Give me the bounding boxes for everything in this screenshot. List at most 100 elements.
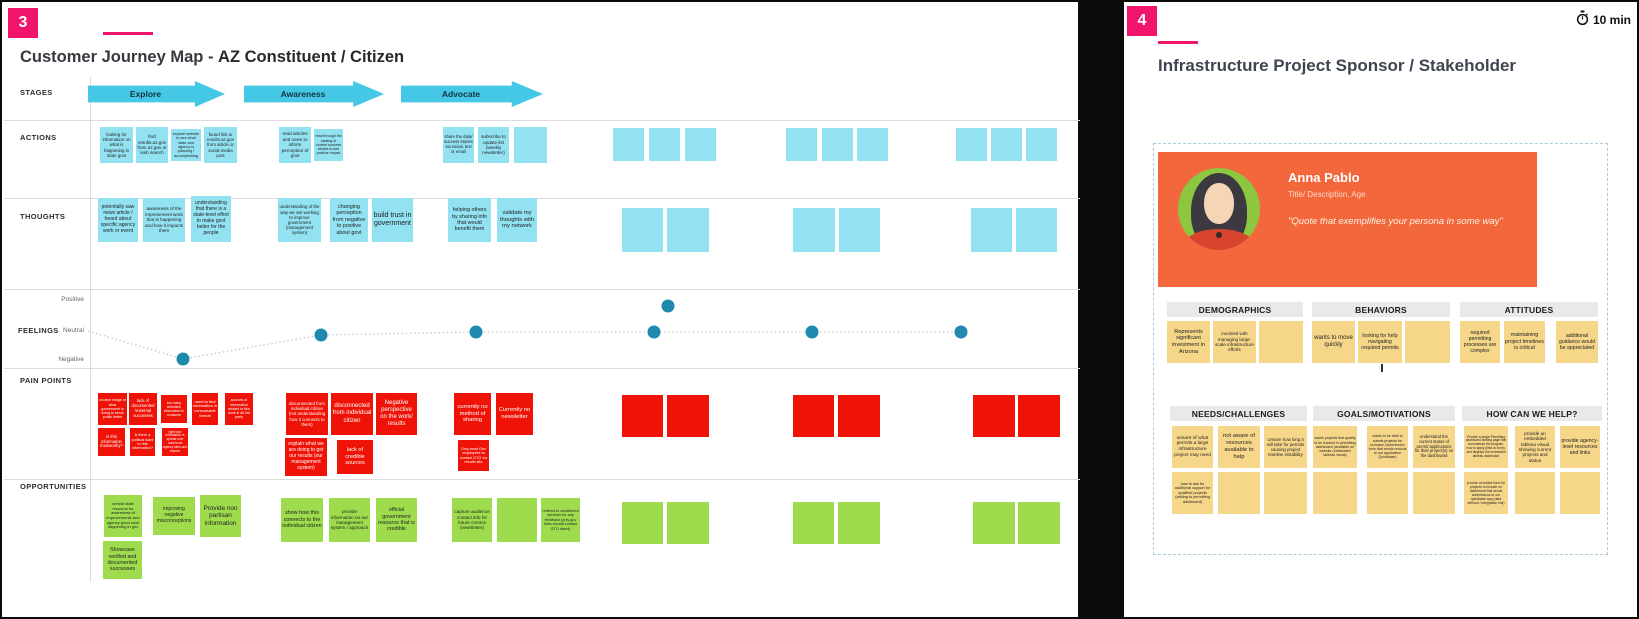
sticky-note[interactable]: build trust in government [372, 198, 413, 242]
sticky-note[interactable]: read articles and news to inform percept… [279, 127, 311, 163]
sticky-note[interactable] [1264, 472, 1307, 514]
feeling-point[interactable] [647, 325, 661, 339]
sticky-note[interactable]: wants to move quickly [1312, 321, 1355, 363]
sticky-note[interactable] [857, 128, 888, 161]
sticky-note[interactable] [822, 128, 853, 161]
sticky-note[interactable] [497, 498, 537, 542]
sticky-note[interactable] [793, 208, 835, 252]
sticky-note[interactable]: too many websites/ information to consum… [161, 395, 187, 423]
sticky-note[interactable] [1018, 502, 1060, 544]
sticky-note[interactable]: sources of information related to this w… [225, 393, 253, 425]
sticky-note[interactable]: understanding that there is a state-leve… [191, 196, 231, 242]
sticky-note[interactable]: Only want Gov employees to contact GTO v… [458, 440, 489, 471]
sticky-note[interactable]: explain what we are doing to get our res… [285, 438, 327, 476]
sticky-note[interactable]: understanding of the way we are working … [278, 198, 321, 242]
sticky-note[interactable] [1259, 321, 1303, 363]
sticky-note[interactable]: Provide a single Permitting dashboard la… [1464, 426, 1508, 468]
sticky-note[interactable] [667, 208, 709, 252]
sticky-note[interactable]: understand the current status of permit … [1413, 426, 1455, 468]
sticky-note[interactable] [973, 502, 1015, 544]
sticky-note[interactable]: involved with managing large-scale infra… [1213, 321, 1256, 363]
sticky-note[interactable] [649, 128, 680, 161]
feeling-point[interactable] [805, 325, 819, 339]
section-header[interactable]: ATTITUDES [1460, 302, 1598, 317]
sticky-note[interactable] [971, 208, 1012, 252]
sticky-note[interactable]: lack of documented /external successes [129, 393, 157, 425]
sticky-note[interactable]: is this information trustworthy? [98, 428, 125, 456]
section-header[interactable]: NEEDS/CHALLENGES [1170, 406, 1307, 421]
sticky-note[interactable]: maintaining project timelines is critica… [1504, 321, 1545, 363]
sticky-note[interactable] [956, 128, 987, 161]
sticky-note[interactable] [838, 502, 880, 544]
sticky-note[interactable]: Unsure how long it will take for permits… [1264, 426, 1307, 468]
sticky-note[interactable]: official government resource that is cre… [376, 498, 417, 542]
sticky-note[interactable]: wants projects that qualify to be tracke… [1313, 426, 1357, 468]
sticky-note[interactable] [622, 208, 663, 252]
sticky-note[interactable] [1367, 472, 1408, 514]
sticky-note[interactable]: provide an intake form for projects to i… [1464, 472, 1508, 514]
section-header[interactable]: HOW CAN WE HELP? [1462, 406, 1602, 421]
sticky-note[interactable]: additional guidance would be appreciated [1556, 321, 1598, 363]
sticky-note[interactable]: is there a political slant to this infor… [130, 428, 155, 456]
sticky-note[interactable]: show how this connects to the individual… [281, 498, 323, 542]
sticky-note[interactable]: provide an embedded tableau visual showi… [1515, 426, 1555, 468]
sticky-note[interactable]: improving negative misconceptions [153, 497, 195, 535]
sticky-note[interactable]: changing perception from negative to pos… [330, 198, 368, 242]
feeling-point[interactable] [954, 325, 968, 339]
sticky-note[interactable]: Provide non partisan information [200, 495, 241, 537]
sticky-note[interactable]: subscribe to update list (weekly newslet… [478, 127, 509, 163]
sticky-note[interactable]: unsure of what permits a large infrastru… [1172, 426, 1213, 468]
sticky-note[interactable] [1515, 472, 1555, 514]
stage-arrow-awareness[interactable]: Awareness [244, 81, 384, 107]
sticky-note[interactable] [613, 128, 644, 161]
sticky-note[interactable]: wants to be able to submit projects for … [1367, 426, 1408, 468]
sticky-note[interactable]: read through the catalog of current succ… [314, 129, 343, 161]
sticky-note[interactable]: disconnected from individual citizen (no… [286, 393, 328, 435]
sticky-note[interactable] [1313, 472, 1357, 514]
sticky-note[interactable]: how to ask for additional support for qu… [1172, 472, 1213, 514]
sticky-note[interactable] [1560, 472, 1600, 514]
sticky-note[interactable]: share the data/ success stories via soci… [443, 127, 474, 163]
feeling-point[interactable] [176, 352, 190, 366]
sticky-note[interactable]: currently no method of sharing [454, 393, 491, 435]
sticky-note[interactable]: helping others by sharing info that woul… [448, 198, 491, 242]
feeling-point[interactable] [469, 325, 483, 339]
sticky-note[interactable] [1026, 128, 1057, 161]
sticky-note[interactable] [622, 395, 663, 437]
sticky-note[interactable]: right now information is spread over num… [162, 428, 188, 456]
sticky-note[interactable]: potentially saw news article / heard abo… [98, 198, 138, 242]
sticky-note[interactable]: need to find information in consumable f… [192, 393, 218, 425]
sticky-note[interactable]: Showcase verified and documented success… [103, 541, 142, 579]
sticky-note[interactable] [786, 128, 817, 161]
sticky-note[interactable] [622, 502, 663, 544]
sticky-note[interactable] [991, 128, 1022, 161]
sticky-note[interactable] [839, 208, 880, 252]
sticky-note[interactable] [667, 395, 709, 437]
sticky-note[interactable] [1405, 321, 1450, 363]
sticky-note[interactable]: validate my thoughts with my network [497, 198, 537, 242]
sticky-note[interactable] [667, 502, 709, 544]
sticky-note[interactable] [685, 128, 716, 161]
sticky-note[interactable] [1018, 395, 1060, 437]
sticky-note[interactable]: Currently no newsletter [496, 393, 533, 435]
sticky-note[interactable]: provide agency-level resources and links [1560, 426, 1600, 468]
sticky-note[interactable]: unclear image of what government is doin… [98, 393, 127, 425]
sticky-note[interactable]: not aware of resources available to help [1218, 426, 1260, 468]
section-header[interactable]: DEMOGRAPHICS [1167, 302, 1303, 317]
sticky-note[interactable]: find results.az.gov from az.gov or web s… [136, 127, 168, 163]
section-header[interactable]: BEHAVIORS [1312, 302, 1450, 317]
sticky-note[interactable]: central state resource for awareness of … [104, 495, 142, 537]
persona-card[interactable]: Anna Pablo Title/ Description, Age "Quot… [1158, 152, 1537, 287]
sticky-note[interactable]: looking for information on what is happe… [100, 127, 133, 163]
sticky-note[interactable] [973, 395, 1015, 437]
sticky-note[interactable]: looking for help navigating required per… [1358, 321, 1402, 363]
sticky-note[interactable]: provide information on our management sy… [329, 498, 370, 542]
stage-arrow-advocate[interactable]: Advocate [401, 81, 543, 107]
sticky-note[interactable] [793, 502, 834, 544]
sticky-note[interactable]: awareness of the improvement work that i… [143, 198, 185, 242]
section-header[interactable]: GOALS/MOTIVATIONS [1313, 406, 1455, 421]
sticky-note[interactable] [1413, 472, 1455, 514]
sticky-note[interactable] [514, 127, 547, 163]
sticky-note[interactable]: found link to results.az.gov from articl… [204, 127, 237, 163]
sticky-note[interactable] [1218, 472, 1260, 514]
